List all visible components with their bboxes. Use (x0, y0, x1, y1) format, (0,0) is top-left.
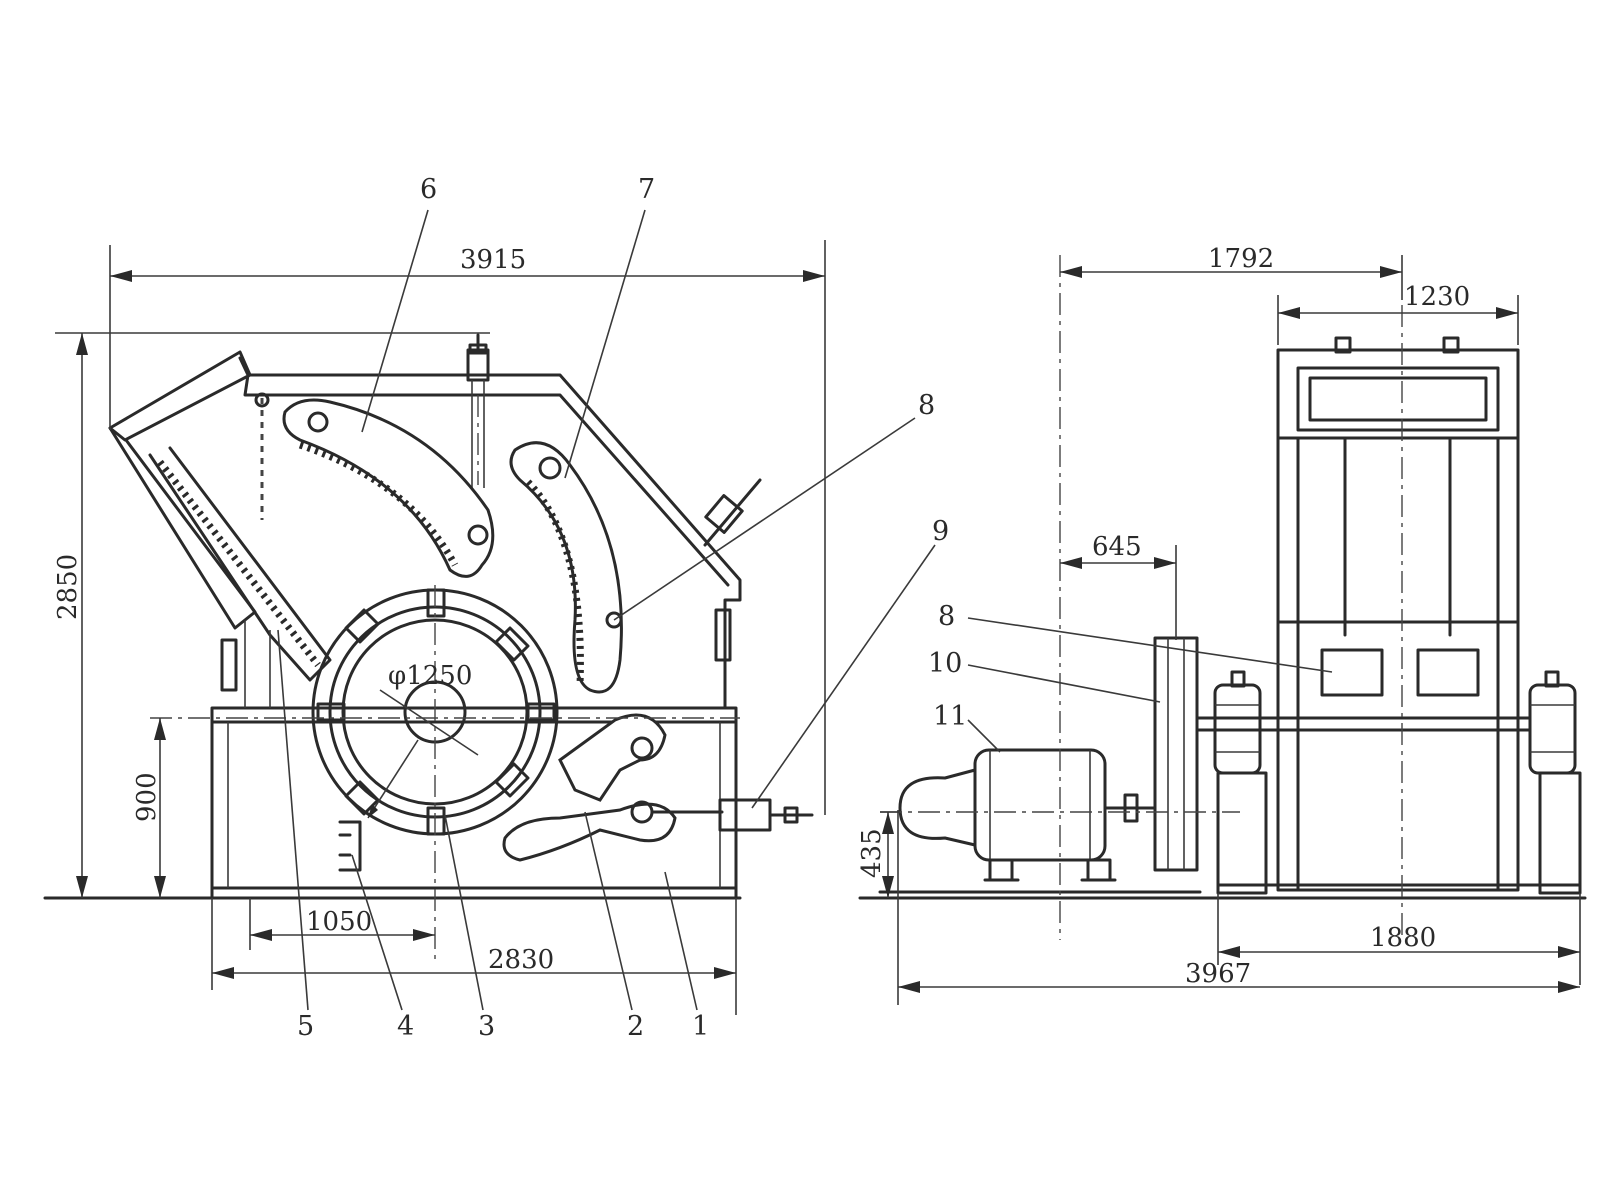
side-part-label-8: 8 (938, 601, 955, 632)
pulley (1153, 636, 1199, 872)
side-part-label-11: 11 (933, 701, 967, 732)
side-view (858, 255, 1587, 940)
dim-3915: 3915 (460, 245, 526, 275)
part-label-6: 6 (420, 174, 437, 205)
dim-900: 900 (132, 772, 162, 822)
dim-1050: 1050 (306, 907, 372, 937)
part-label-3: 3 (478, 1011, 495, 1042)
dim-435: 435 (857, 828, 887, 878)
dim-1880: 1880 (1370, 923, 1436, 953)
front-dimensions: 3915 2850 900 1050 2830 φ1250 (53, 240, 826, 1015)
part-label-1: 1 (692, 1011, 709, 1042)
side-leaders: 8 10 11 (928, 601, 1333, 753)
front-leaders: 6 7 8 9 5 4 3 2 1 (277, 174, 949, 1042)
part-label-2: 2 (627, 1011, 644, 1042)
dim-rotor-diameter: φ1250 (388, 661, 472, 691)
dim-1230: 1230 (1404, 282, 1470, 312)
part-label-5: 5 (297, 1011, 314, 1042)
motor (898, 748, 1157, 882)
part-label-4: 4 (397, 1011, 414, 1042)
front-view (43, 333, 814, 960)
side-housing (1276, 348, 1520, 892)
dim-645: 645 (1092, 532, 1142, 562)
part-label-8: 8 (918, 390, 935, 421)
part-4-bracket (338, 820, 362, 872)
side-part-label-10: 10 (928, 648, 962, 679)
bearing-blocks (1213, 670, 1577, 775)
dim-2830: 2830 (488, 945, 554, 975)
part-label-7: 7 (638, 174, 655, 205)
dim-1792: 1792 (1208, 244, 1274, 274)
adjusting-cylinder (718, 798, 772, 832)
feed-chute-lip (108, 350, 252, 442)
side-dimensions: 1792 1230 645 435 1880 3967 (857, 244, 1581, 1005)
dim-3967: 3967 (1185, 959, 1251, 989)
base-frame (210, 706, 738, 900)
impact-plate-7 (509, 441, 623, 694)
part-label-9: 9 (932, 516, 949, 547)
dim-2850: 2850 (53, 554, 83, 620)
